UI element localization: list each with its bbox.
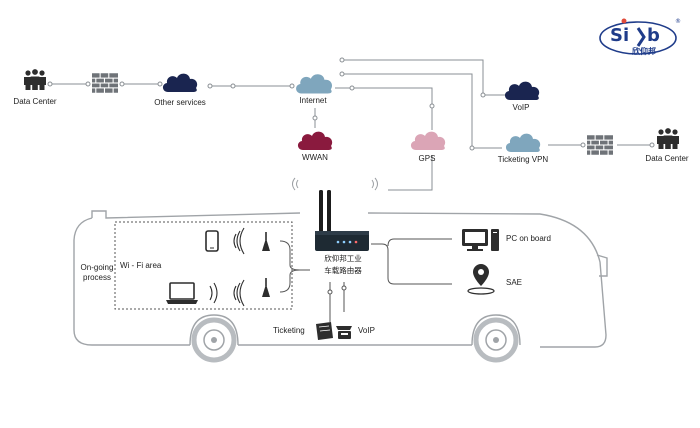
top-connection-lines <box>50 59 652 191</box>
data-center-left-label: Data Center <box>13 97 57 106</box>
other-services-cloud-icon <box>162 73 198 92</box>
voip-bottom-label: VoIP <box>358 326 375 335</box>
gps-label: GPS <box>418 154 436 163</box>
router-icon <box>315 190 369 251</box>
voip-phone-icon <box>336 326 352 339</box>
voip-top-label: VoIP <box>512 103 530 112</box>
ticketing-label: Ticketing <box>273 326 305 335</box>
logo-mark-text: Si <box>610 25 630 46</box>
router-label-line1: 欣仰邦工业 <box>324 254 362 263</box>
data-center-right-label: Data Center <box>645 154 689 163</box>
gps-cloud-icon <box>410 131 446 150</box>
wwan-label: WWAN <box>302 153 328 162</box>
wifi-area-box <box>114 221 293 310</box>
internet-cloud-icon <box>296 74 333 94</box>
connection-dots <box>47 57 655 151</box>
pc-icon <box>462 229 499 251</box>
ticket-icon <box>316 322 333 340</box>
access-point-icon <box>262 232 270 297</box>
phone-icon <box>205 230 219 252</box>
logo-registered-mark: ® <box>675 18 681 25</box>
bus-wheel-right <box>473 317 519 363</box>
logo-chinese-name: 欣仰邦 <box>632 47 656 56</box>
other-services-label: Other services <box>154 98 206 107</box>
pc-on-board-label: PC on board <box>506 234 551 243</box>
wifi-waves-icon <box>209 227 245 307</box>
sae-label: SAE <box>506 278 523 287</box>
data-center-left-icon <box>24 69 46 90</box>
ticketing-vpn-cloud-icon <box>505 133 541 152</box>
firewall-right-icon <box>587 135 613 155</box>
laptop-icon <box>166 282 198 304</box>
internet-label: Internet <box>299 96 327 105</box>
voip-cloud-icon <box>504 81 540 100</box>
router-port-dots <box>327 285 347 295</box>
location-pin-icon <box>467 264 495 295</box>
data-center-right-icon <box>657 128 679 149</box>
bus-outline <box>73 210 608 348</box>
firewall-left-icon <box>92 73 118 93</box>
logo-mark-text-2: b <box>647 25 660 46</box>
company-logo: Si b ® 欣仰邦 <box>598 15 688 57</box>
wireless-signal-icon <box>292 177 378 191</box>
wifi-to-router-lines <box>279 240 310 293</box>
ticketing-vpn-label: Ticketing VPN <box>497 155 549 164</box>
wifi-area-label: Wi - Fi area <box>120 261 162 270</box>
router-to-devices-lines <box>329 238 452 322</box>
bus-wheel-left <box>191 317 237 363</box>
logo-swoosh-icon <box>599 18 677 55</box>
wwan-cloud-icon <box>297 131 333 150</box>
ongoing-process-label: On-going process <box>80 263 114 282</box>
router-label-line2: 车载路由器 <box>324 266 362 275</box>
